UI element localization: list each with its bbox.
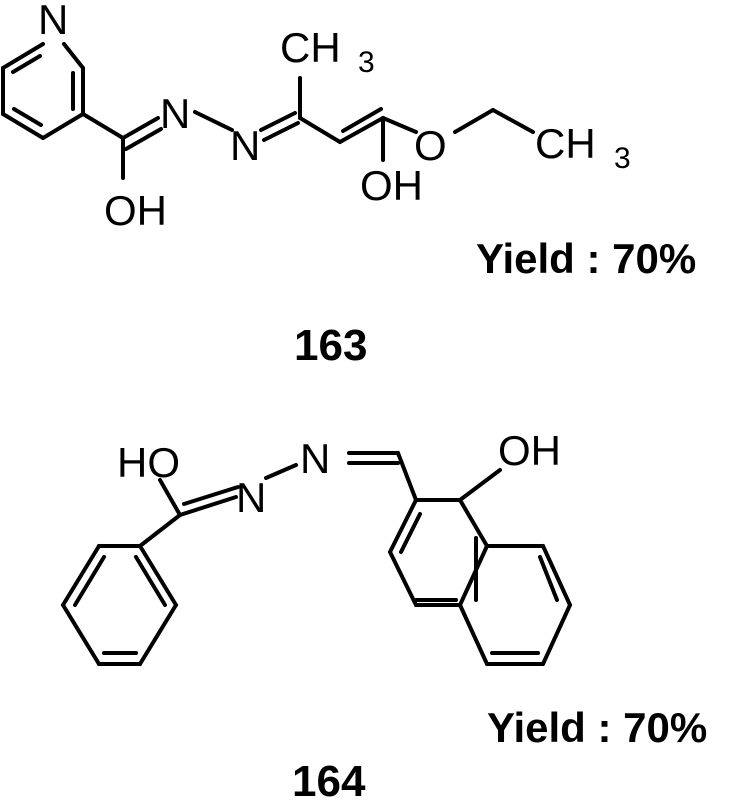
compound-number-163: 163 xyxy=(294,321,367,370)
methyl-label: CH xyxy=(280,24,341,71)
amide-ho-label: HO xyxy=(117,439,180,486)
ethyl-label: CH xyxy=(535,120,596,167)
compound-164-structure xyxy=(61,451,572,666)
yield-163-label: Yield : 70% xyxy=(476,235,696,282)
hydrazide-n2-label: N xyxy=(300,435,330,482)
ether-o-label: O xyxy=(414,122,447,169)
naphthalene-ring xyxy=(388,468,572,666)
compound-number-164: 164 xyxy=(292,757,366,801)
amide-oh-label: OH xyxy=(104,187,167,234)
methyl-subscript: 3 xyxy=(358,46,375,79)
hydrazide-n2-label: N xyxy=(230,122,260,169)
pyridine-ring xyxy=(1,42,85,140)
compound-163-structure xyxy=(1,42,535,180)
hydrazide-n1-label: N xyxy=(236,474,266,521)
pyridine-n-label: N xyxy=(38,0,68,43)
benzene-ring xyxy=(61,544,178,666)
naphthol-oh-label: OH xyxy=(498,427,561,474)
enol-oh-label: OH xyxy=(360,162,423,209)
ethyl-subscript: 3 xyxy=(614,142,631,175)
yield-164-label: Yield : 70% xyxy=(487,704,707,751)
hydrazide-n1-label: N xyxy=(160,90,190,137)
